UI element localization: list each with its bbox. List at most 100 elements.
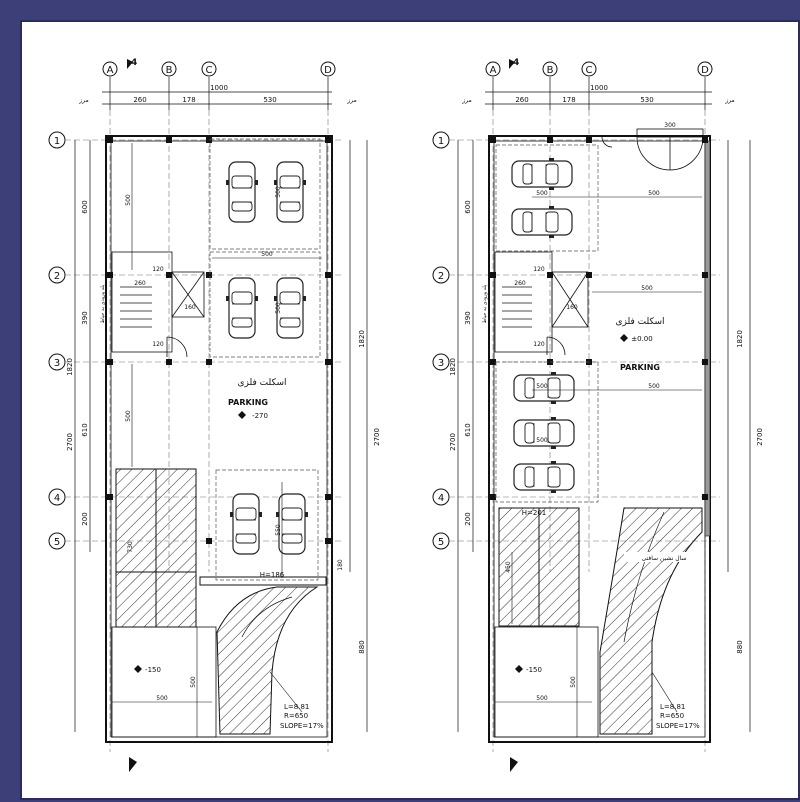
edge-label: مرز [346,97,356,104]
dim-text: 120 [152,266,164,273]
level-marker-icon [620,334,628,342]
dim-text: 300 [664,122,676,129]
dim-text: 500 [641,285,653,292]
dim-text: 500 [536,695,548,702]
dim-text: 530 [263,96,276,104]
dim-text: 178 [562,96,575,104]
grid-row-label: 4 [54,493,60,504]
north-arrow-icon [509,59,515,69]
ramp-note: R=650 [660,712,684,720]
drawing-sheet: A B C D 4 1000 260 178 530 مر [20,20,800,800]
ground-floor-plan-right: A B C D 4 1000 260 178 530 مرز مرز [432,58,764,772]
grid-row-label: 3 [438,358,444,369]
dim-text: 500 [125,410,132,422]
dim-text: 600 [81,200,89,213]
stair-note: پله ورودی به حیاط [100,284,106,323]
dim-text: 880 [736,640,744,653]
dim-text: 500 [125,194,132,206]
level-label: -150 [526,666,542,674]
dim-text: 530 [640,96,653,104]
grid-col-label: C [586,65,593,76]
dim-text: 1820 [736,330,744,348]
car-icon [229,493,263,555]
edge-label: مرز [461,97,471,104]
north-arrow-icon [129,757,137,772]
curved-ramp [599,507,703,735]
dim-text: 120 [152,341,164,348]
edge-label: مرز [78,97,88,104]
dim-text: 120 [533,341,545,348]
top-dimension-lines [102,77,332,110]
grid-column-bubbles: A B C D 4 [102,58,336,77]
section-mark: 4 [131,58,137,68]
level-label: ±0.00 [631,335,652,343]
total-width-dim: 1000 [590,84,608,92]
h-label: H=201 [522,509,547,517]
dim-text: 500 [536,383,548,390]
grid-row-label: 2 [54,271,60,282]
grid-row-bubbles: 1 2 3 4 5 [48,131,66,550]
dim-text: 160 [184,304,196,311]
grid-row-label: 4 [438,493,444,504]
grid-col-label: D [701,65,709,76]
dim-text: 260 [134,280,146,287]
dim-text: 260 [514,280,526,287]
car-icon [514,417,574,449]
grid-col-label: A [490,65,497,76]
level-label: -150 [145,666,161,674]
dim-text: 500 [536,437,548,444]
stair-core [111,251,205,358]
grid-row-label: 1 [54,136,60,147]
structural-columns [107,137,331,544]
floor-plan-drawing: A B C D 4 1000 260 178 530 مر [48,58,764,772]
outer-wall [105,135,333,743]
dim-text: 730 [127,541,134,553]
dim-text: 1820 [358,330,366,348]
parking-bays [495,144,599,503]
inner-dimensions [112,143,322,737]
left-dimension-lines [74,140,368,732]
section-mark: 4 [513,58,519,68]
dim-text: 500 [275,186,282,198]
grid-row-label: 3 [54,358,60,369]
ramp-note: SLOPE=17% [280,722,324,730]
ramp-note: L=8.81 [660,703,685,711]
dim-text: 200 [464,512,472,525]
grid-row-label: 2 [438,271,444,282]
dim-text: 1820 [449,358,457,376]
grid-col-label: B [166,65,173,76]
dim-text: 2700 [373,428,381,446]
ramp-text: سال نشین سافتی [642,555,687,562]
dim-text: 2700 [756,428,764,446]
dim-text: 120 [533,266,545,273]
parking-bays [209,138,321,581]
grid-col-label: A [107,65,114,76]
level-marker-icon [134,665,142,673]
parking-label: PARKING [228,398,268,407]
ramp-note: SLOPE=17% [656,722,700,730]
dim-text: 260 [515,96,528,104]
basement-plan-left: A B C D 4 1000 260 178 530 مر [48,58,381,772]
left-dimension-lines [457,140,751,732]
car-icon [514,461,574,493]
grid-col-label: D [324,65,332,76]
grid-row-bubbles: 1 2 3 4 5 [432,131,450,550]
car-icon [512,206,572,238]
north-arrow-icon [510,757,518,772]
car-icon [512,158,572,190]
dim-text: 600 [464,200,472,213]
dim-text: 500 [536,190,548,197]
dim-text: 390 [81,311,89,324]
dim-text: 550 [275,524,282,536]
curved-ramp [216,586,319,735]
top-dimension-lines [485,77,712,110]
edge-label: مرز [724,97,734,104]
stair-note: پله ورودی به حیاط [482,284,488,323]
entry-yard [111,626,217,738]
dim-text: 500 [156,695,168,702]
parking-label: PARKING [620,363,660,372]
stair-core [494,251,589,356]
dim-text: 500 [261,251,273,258]
grid-column-bubbles: A B C D 4 [485,58,713,77]
entry-yard [494,626,599,738]
